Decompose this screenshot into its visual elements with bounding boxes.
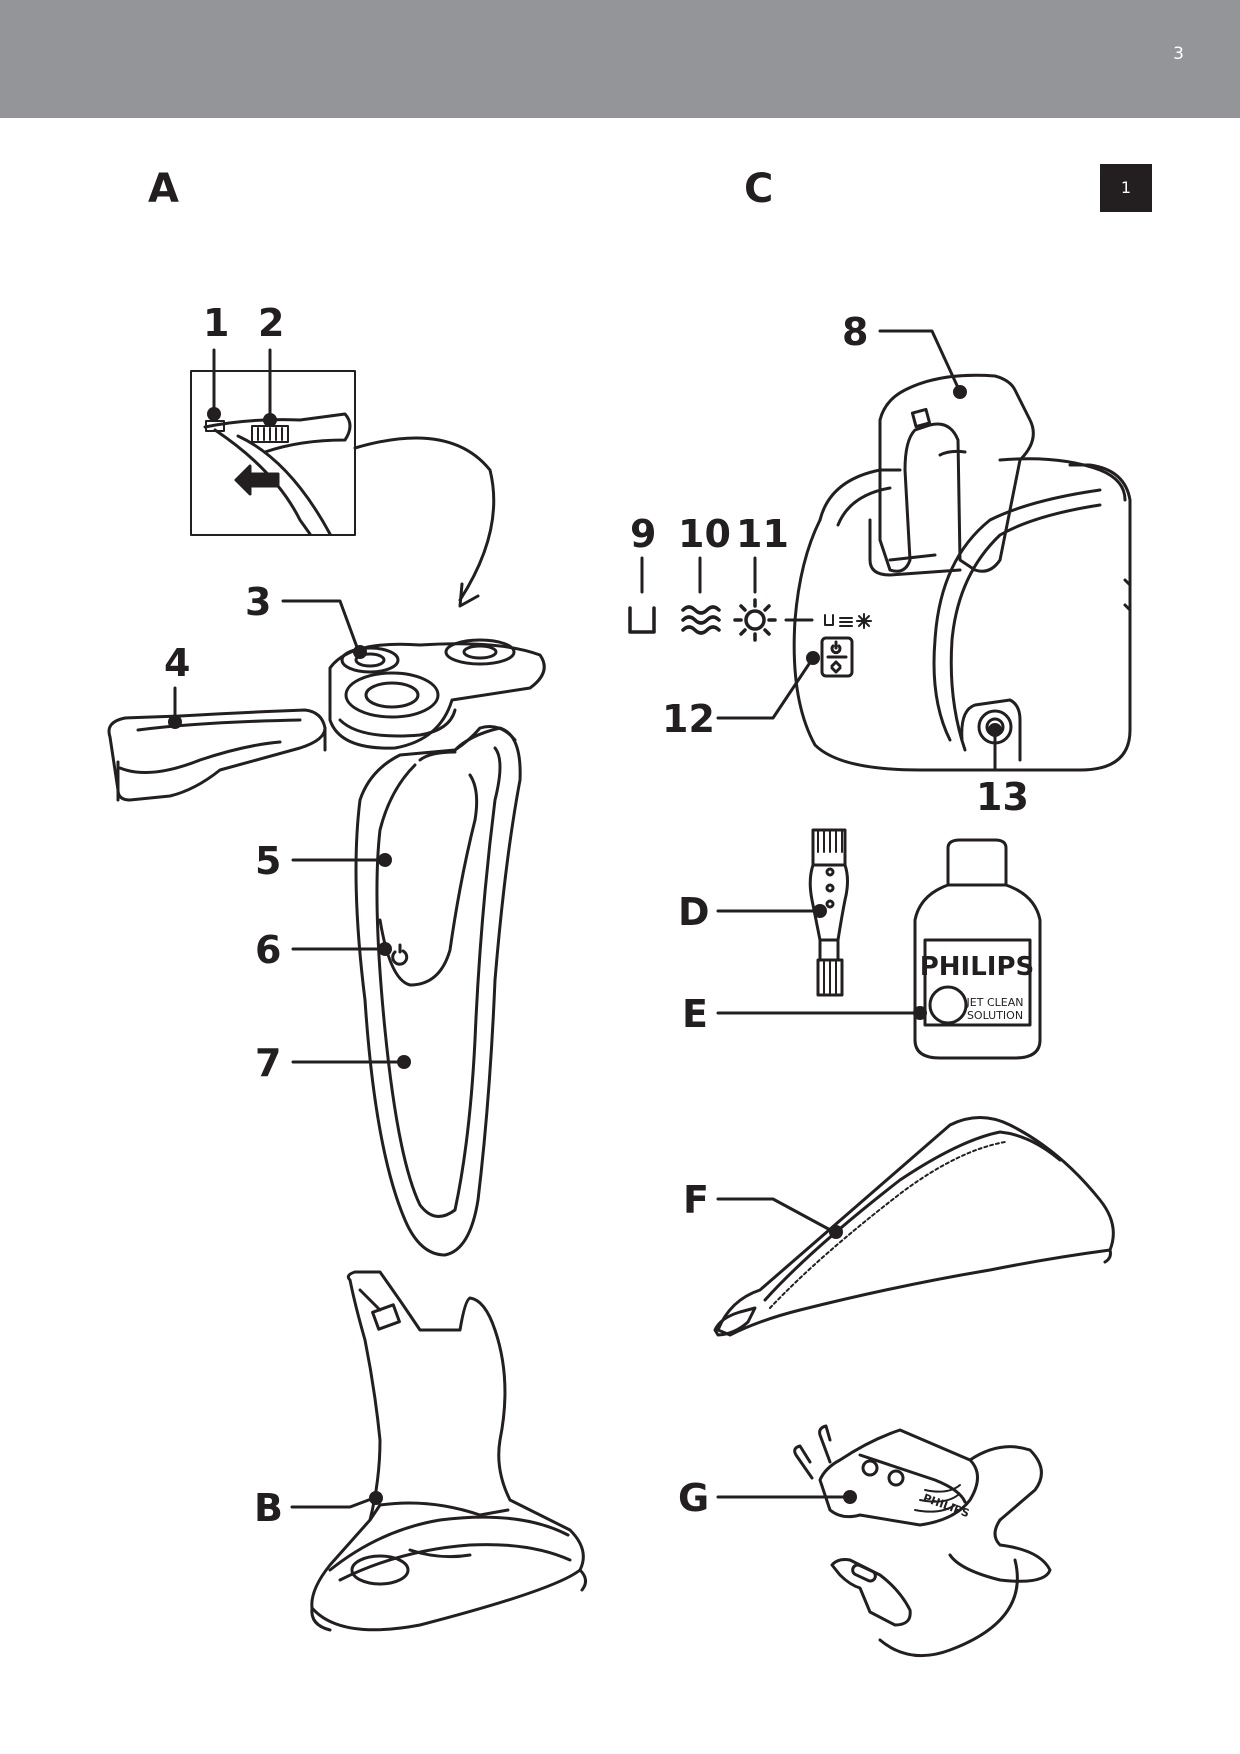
trimmer-detail-inset — [190, 370, 356, 536]
bottle-label-line1: JET CLEAN — [966, 996, 1024, 1009]
callout-d: D — [678, 890, 710, 934]
leader-8 — [878, 329, 962, 394]
callout-1: 1 — [203, 301, 230, 345]
callout-4: 4 — [164, 641, 191, 685]
page-number: 3 — [1173, 44, 1184, 64]
callout-13: 13 — [976, 775, 1029, 819]
callout-f: F — [683, 1178, 709, 1222]
status-icons — [628, 598, 777, 642]
curved-arrow — [353, 436, 496, 602]
cleaning-fluid-bottle — [913, 838, 1042, 1060]
callout-dots — [168, 385, 1002, 1505]
callout-10: 10 — [678, 512, 731, 556]
callout-g: G — [678, 1476, 710, 1520]
callout-e: E — [682, 992, 708, 1036]
callout-6: 6 — [255, 928, 282, 972]
section-label-a: A — [148, 166, 179, 212]
cleaning-unit — [792, 373, 1132, 772]
bottle-brand-text: PHILIPS — [920, 952, 1035, 982]
callout-5: 5 — [255, 839, 282, 883]
shaver-handle — [354, 725, 522, 1257]
callout-9: 9 — [630, 512, 657, 556]
figure-number-badge: 1 — [1100, 164, 1152, 212]
callout-b: B — [254, 1486, 283, 1530]
section-label-c: C — [744, 166, 774, 212]
bottle-label-line2: SOLUTION — [967, 1009, 1023, 1022]
adapter-brand-text: PHILIPS — [921, 1491, 971, 1520]
leader-3 — [281, 599, 360, 652]
callout-7: 7 — [255, 1041, 282, 1085]
power-adapter — [793, 1424, 1052, 1658]
callout-8: 8 — [842, 310, 869, 354]
leader-b — [290, 1496, 376, 1509]
callout-2: 2 — [258, 301, 285, 345]
callout-11: 11 — [736, 512, 789, 556]
shaver-stand — [310, 1270, 587, 1632]
callout-3: 3 — [245, 580, 272, 624]
header-bar: 3 — [0, 0, 1240, 118]
leader-12 — [716, 656, 815, 720]
travel-pouch — [713, 1116, 1115, 1337]
callout-leaders — [173, 329, 997, 1509]
protection-cap — [107, 708, 327, 802]
leader-f — [716, 1197, 836, 1234]
cleaning-brush — [808, 828, 849, 997]
shaving-head-unit — [328, 638, 546, 750]
callout-12: 12 — [662, 697, 715, 741]
